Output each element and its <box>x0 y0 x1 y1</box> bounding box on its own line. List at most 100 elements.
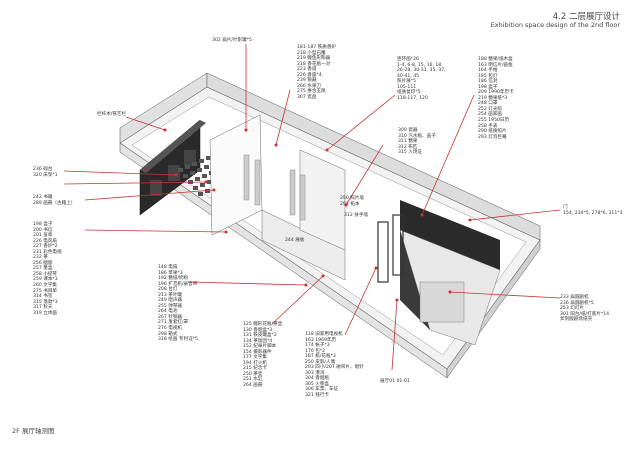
callout-item: 253 幻灯片 <box>560 306 585 312</box>
figure-caption: 2F 展厅轴测图 <box>12 427 55 435</box>
leader-dot <box>325 148 329 152</box>
callout-item: 260 文学集 <box>33 283 58 289</box>
callout-item: 319 立体画 <box>33 310 58 316</box>
callout-item: 259 课本*3 <box>33 277 58 283</box>
right-exhibit-room <box>377 200 501 346</box>
scaffold-tower <box>392 214 404 276</box>
seat <box>198 192 203 196</box>
callout-item: 186 苹果*3 <box>158 270 183 276</box>
callout-item: 198 盒子 <box>33 222 53 227</box>
callout-item: 198 盒子 <box>478 84 498 90</box>
callout-item: 176 包*2 <box>305 348 326 354</box>
seat <box>207 180 212 184</box>
central-partitions <box>209 114 346 281</box>
callout-item: 231 彩色电视 <box>33 249 62 255</box>
pillar <box>243 154 250 201</box>
stage-platform <box>419 281 465 323</box>
callout-item: 266 水果刀 <box>297 83 322 89</box>
seat <box>192 162 197 166</box>
callout-item: 200 书信 <box>33 227 53 233</box>
callout-item: 314 书签 <box>33 294 53 300</box>
leader-line <box>391 299 398 371</box>
callout-item: 239 银器 <box>297 78 317 84</box>
callout-item: 163 1969年历 <box>305 337 337 343</box>
back-wall-long <box>206 72 541 241</box>
callout-item: 264 画册 <box>243 383 263 389</box>
leader-line <box>275 89 291 146</box>
callout-item: 125 鲤形花瓶/茶壶 <box>243 322 283 327</box>
leader-dot <box>344 203 348 207</box>
callout-item: 219 鲤鱼形陶器 <box>297 56 331 62</box>
callout-item: 130 香烟盒*3 <box>243 327 273 333</box>
seat <box>200 183 205 187</box>
callout-top-left: 302 扁片/叶影罐*5 <box>212 38 252 43</box>
callout-item: 226 电风扇 <box>33 238 58 244</box>
callout-item: 264 电池 <box>158 309 178 315</box>
callout-item: 320 床架*1 <box>33 172 58 178</box>
room-back-wall <box>400 200 500 270</box>
leader-line <box>344 267 377 336</box>
leader-dot <box>174 173 178 177</box>
callout-item: 186 信封 <box>478 79 498 85</box>
seat <box>178 168 183 172</box>
callout-item: 307 瓷盘 <box>297 94 317 100</box>
seat <box>195 177 200 181</box>
callout-item: 252 灯光照 <box>478 106 503 112</box>
callout-item: 250 茶壶 <box>243 371 263 377</box>
leader-dot <box>204 180 208 184</box>
callout-item: 118-117, 120 <box>397 95 428 101</box>
callout-item: 298 箱式 <box>158 331 178 337</box>
callout-item: 181-187 铁质香炉 <box>297 45 337 50</box>
callout-item: 232 茶 <box>33 255 48 261</box>
callout-item: 276 电视机 <box>158 326 183 332</box>
callout-item: 293 四小/207 磁带片、唱针 <box>305 365 364 371</box>
leader-line <box>271 275 324 325</box>
leader-dot <box>321 274 325 278</box>
callout-item: 185 包灯 <box>478 73 498 79</box>
leader-line <box>187 281 307 286</box>
callout-item: 290 照片墙 <box>340 196 365 201</box>
callout-item: 187 瓶/花瓶*3 <box>305 354 336 360</box>
callout-item: 105-111 <box>397 84 417 90</box>
seat <box>199 159 204 163</box>
callout-item: 304 香烟瓶 <box>305 376 330 382</box>
seat <box>204 165 209 169</box>
pillar <box>299 174 306 221</box>
callout-item: 118 旧家用电视机 <box>305 332 343 337</box>
callout-item: 213 茶叶罐 <box>158 292 183 298</box>
callout-item: 309 瓷器 <box>398 128 418 133</box>
callout-item: 254 画家画 <box>478 112 503 118</box>
callout-wall-c: 244 展板 <box>285 238 305 243</box>
callout-item: 26-28, 30-31, 35, 37, <box>397 68 446 74</box>
leader-line <box>469 209 561 221</box>
callout-item: 249 唱声器 <box>158 298 183 304</box>
callout-item: 174 帐子*3 <box>305 343 330 349</box>
callout-item: 305 火柴盒 <box>305 381 330 387</box>
callout-item: 152 纪录片脚本 <box>243 344 277 350</box>
leader-line <box>125 116 166 131</box>
leader-line <box>84 189 215 201</box>
callout-item: 291 拓本 <box>340 201 360 207</box>
callout-item: 293 灯泡巨幕 <box>478 134 507 140</box>
leader-line <box>449 291 561 299</box>
callout-item: 连环画*26 <box>397 57 419 62</box>
callout-item: 201 玺章 <box>33 233 53 239</box>
callout-item: 289 画册（古籍上） <box>33 200 76 206</box>
seat <box>202 174 207 178</box>
seat <box>185 165 190 169</box>
display-case <box>168 165 180 181</box>
callout-item: 223 香道 <box>297 67 317 73</box>
callout-item: 275 拼合玉佩 <box>297 89 326 95</box>
leader-line <box>63 181 207 185</box>
callout-item: 317 秋天 <box>33 305 53 311</box>
callout-item: 219 糖果纸*3 <box>478 95 508 101</box>
leader-dot <box>304 283 308 287</box>
callout-item: 306 车票、车证 <box>305 387 339 393</box>
